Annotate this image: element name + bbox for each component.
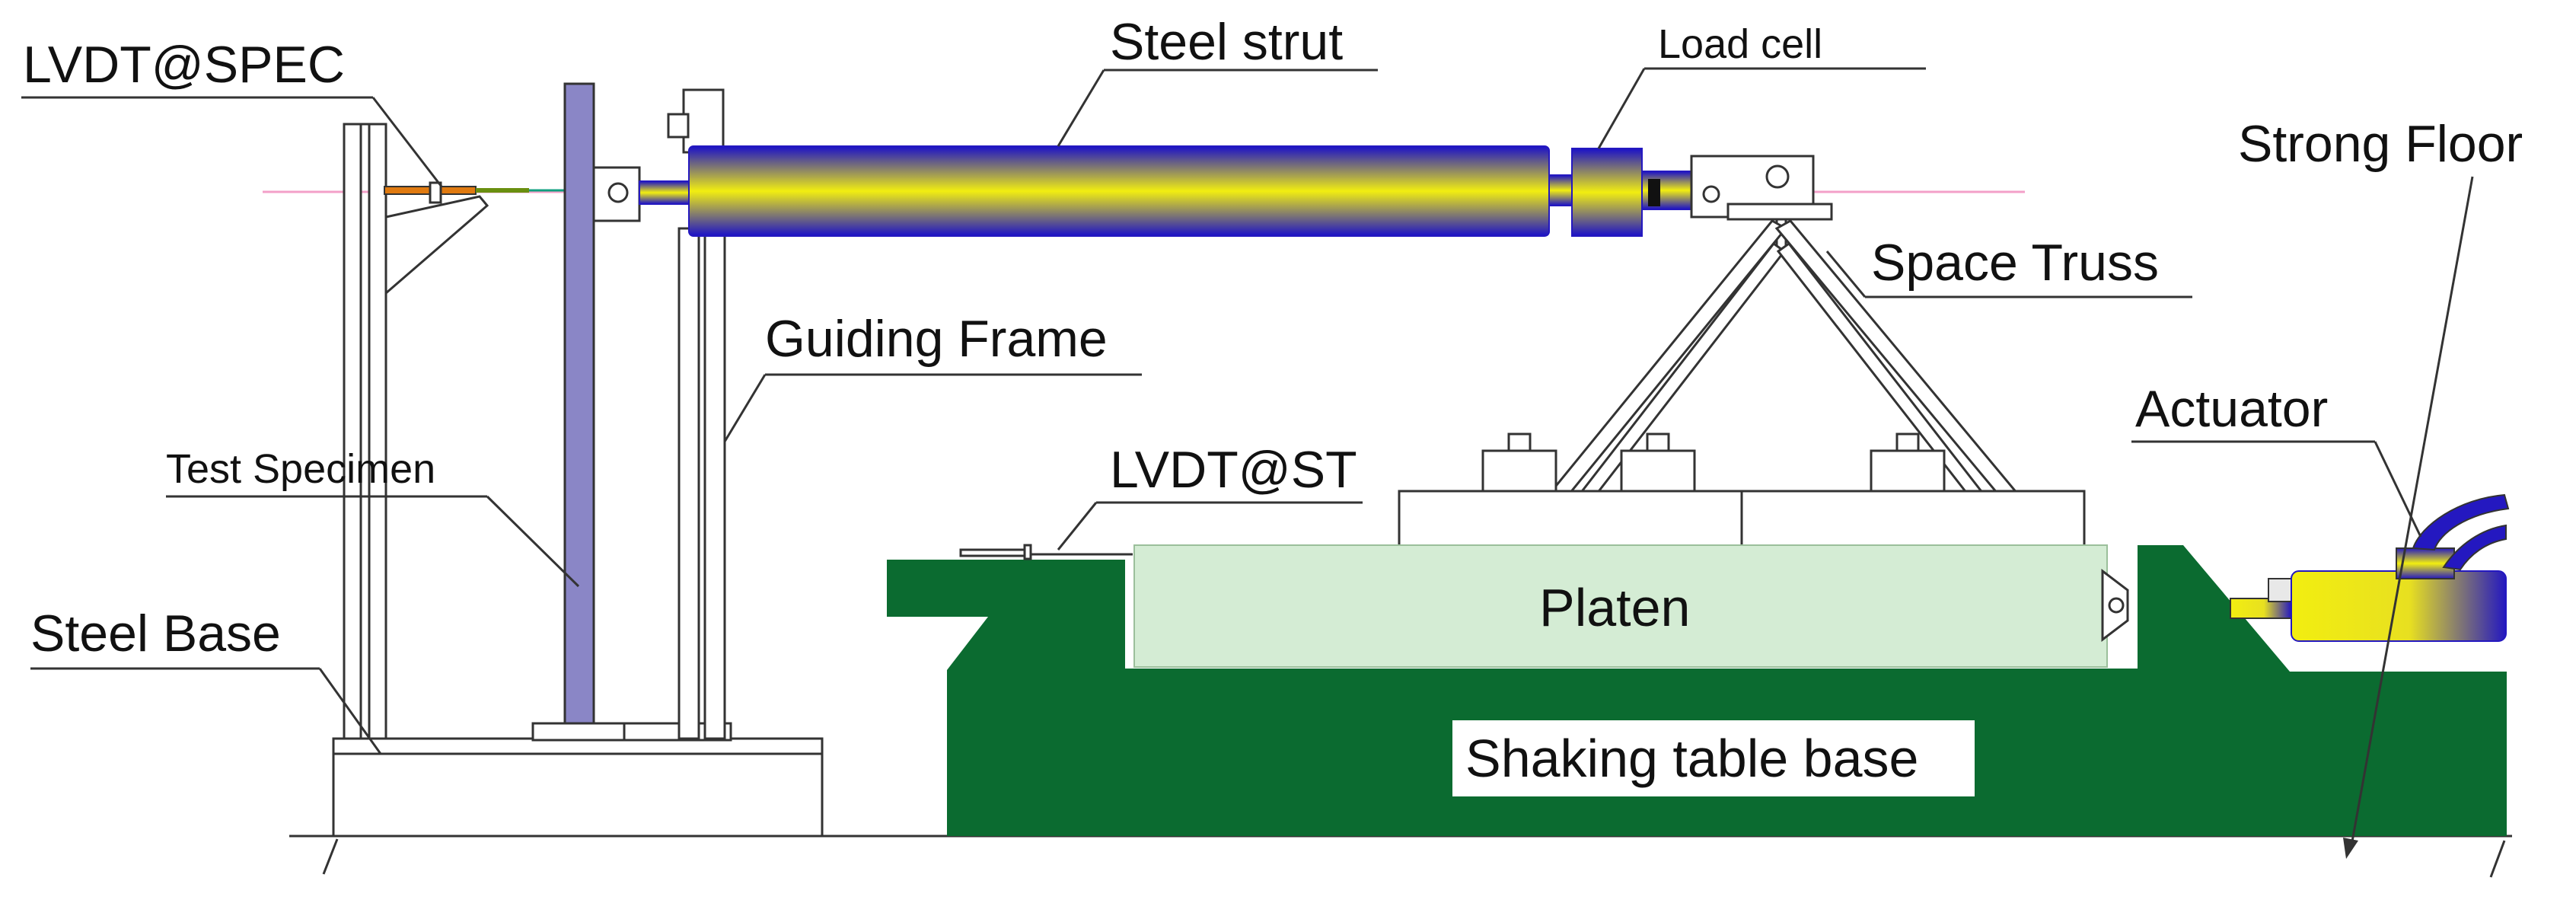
lvdt-st-clamp bbox=[1023, 544, 1032, 560]
truss-bolt-left bbox=[1507, 432, 1532, 452]
label-lvdt-spec: LVDT@SPEC bbox=[23, 36, 345, 94]
leader-guiding-frame-diag bbox=[723, 374, 767, 442]
actuator-hose-upper bbox=[2412, 493, 2510, 551]
leader-space-truss-diag bbox=[1825, 251, 1867, 298]
floor-tick-right bbox=[2489, 840, 2506, 878]
specimen-base-plate bbox=[531, 722, 627, 742]
leader-steel-strut-diag bbox=[1057, 69, 1105, 147]
leader-load-cell-diag bbox=[1597, 68, 1646, 149]
guiding-frame-column-right bbox=[703, 227, 726, 740]
truss-top-plate bbox=[1726, 203, 1833, 221]
strut-rod-left bbox=[639, 180, 693, 205]
lvdt-spec-clamp bbox=[429, 181, 442, 204]
strut-pin-right bbox=[1702, 185, 1720, 203]
leader-test-specimen-diag bbox=[486, 495, 580, 588]
leader-strong-floor-arrow bbox=[2343, 838, 2358, 859]
truss-bolt-mid bbox=[1646, 432, 1670, 452]
platen-end-pin bbox=[2108, 597, 2125, 614]
leader-lvdt-spec-diag bbox=[371, 97, 443, 187]
truss-top-pin bbox=[1765, 164, 1790, 189]
leader-actuator-diag bbox=[2374, 441, 2422, 538]
steel-strut-tube bbox=[688, 145, 1550, 237]
label-steel-strut: Steel strut bbox=[1110, 13, 1343, 71]
truss-bolt-right bbox=[1895, 432, 1920, 452]
leader-lvdt-st-diag bbox=[1057, 502, 1098, 551]
floor-tick-left bbox=[322, 838, 339, 875]
lvdt-stand-post-left bbox=[343, 123, 362, 740]
truss-base-block-right bbox=[1870, 449, 1946, 495]
lvdt-spec-rod bbox=[476, 188, 529, 193]
actuator-manifold bbox=[2396, 547, 2455, 579]
lvdt-stand-post-right bbox=[368, 123, 387, 740]
load-cell-connector bbox=[1648, 179, 1660, 206]
label-actuator: Actuator bbox=[2135, 380, 2328, 438]
label-lvdt-st: LVDT@ST bbox=[1110, 441, 1357, 499]
leader-steel-base-diag bbox=[318, 668, 382, 755]
label-platen: Platen bbox=[1539, 578, 1690, 637]
lvdt-stand-brace bbox=[384, 195, 489, 296]
label-steel-base: Steel Base bbox=[30, 605, 281, 662]
leader-strong-floor bbox=[2351, 176, 2474, 842]
lvdt-st-body bbox=[959, 548, 1032, 557]
truss-base-block-left bbox=[1481, 449, 1557, 495]
label-space-truss: Space Truss bbox=[1871, 234, 2159, 292]
truss-base-block-mid bbox=[1620, 449, 1696, 495]
shaking-table-label-box bbox=[1452, 720, 1975, 796]
label-load-cell: Load cell bbox=[1658, 21, 1822, 67]
actuator-hose-lower bbox=[2442, 524, 2507, 571]
strut-pin-left bbox=[607, 182, 629, 203]
guiding-frame-top-cap bbox=[667, 113, 690, 139]
label-strong-floor: Strong Floor bbox=[2238, 115, 2523, 173]
load-cell bbox=[1571, 148, 1643, 237]
label-test-specimen: Test Specimen bbox=[166, 446, 435, 492]
test-specimen bbox=[563, 82, 595, 742]
platen bbox=[1133, 544, 2108, 668]
guiding-frame-column-left bbox=[677, 227, 700, 740]
label-shaking-table-base: Shaking table base bbox=[1465, 729, 1918, 788]
label-guiding-frame: Guiding Frame bbox=[765, 310, 1108, 368]
shaking-table-base bbox=[887, 545, 2507, 836]
guiding-frame-top-bracket bbox=[682, 88, 725, 154]
